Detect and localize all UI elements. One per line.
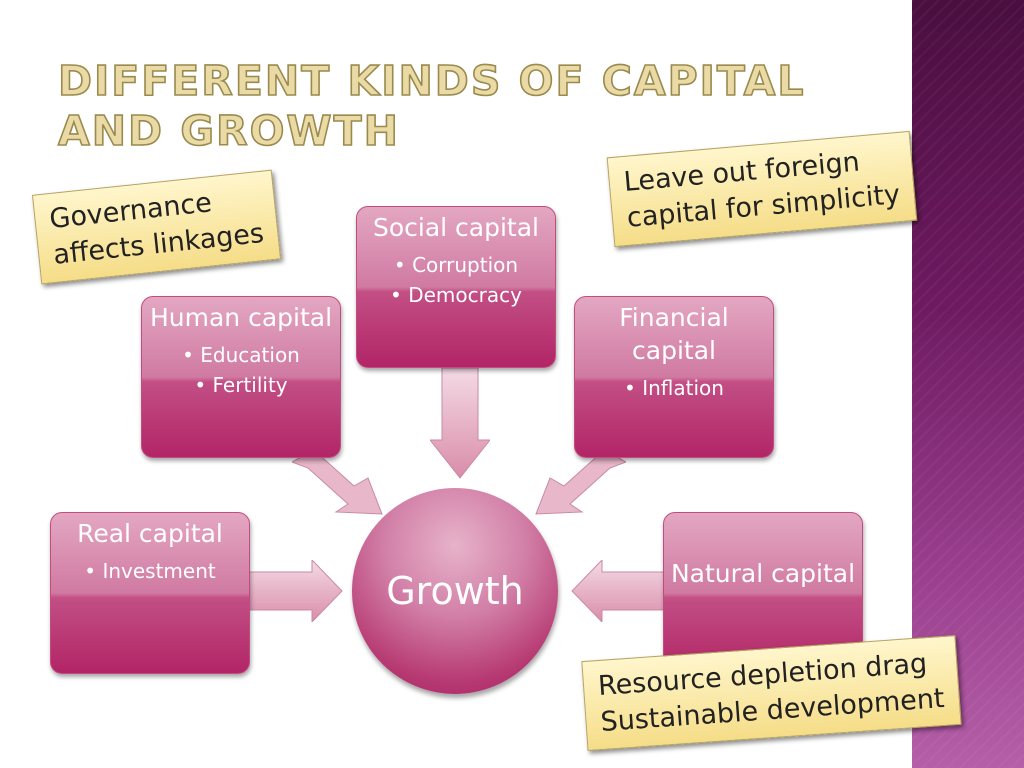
- node-human-capital-bullets: Education Fertility: [142, 340, 340, 400]
- node-financial-capital-title: Financial capital: [619, 303, 729, 365]
- bullet-inflation: Inflation: [575, 373, 773, 403]
- growth-circle: Growth: [352, 488, 558, 694]
- node-real-capital-bullets: Investment: [51, 556, 249, 586]
- arrow-human-to-growth: [292, 450, 383, 515]
- node-human-capital: Human capital Education Fertility: [141, 296, 341, 458]
- bullet-education: Education: [142, 340, 340, 370]
- arrow-real-to-growth: [248, 560, 343, 622]
- note-resource-depletion: Resource depletion drag Sustainable deve…: [581, 635, 962, 751]
- arrow-natural-to-growth: [571, 560, 666, 622]
- node-financial-capital: Financial capital Inflation: [574, 296, 774, 458]
- node-real-capital-title: Real capital: [77, 519, 223, 548]
- note-governance: Governance affects linkages: [31, 169, 282, 285]
- bullet-democracy: Democracy: [357, 280, 555, 310]
- arrow-social-to-growth: [430, 368, 490, 479]
- node-human-capital-title: Human capital: [149, 303, 333, 332]
- node-real-capital: Real capital Investment: [50, 512, 250, 674]
- node-social-capital-title: Social capital: [372, 213, 539, 242]
- bullet-fertility: Fertility: [142, 370, 340, 400]
- growth-label: Growth: [386, 569, 524, 613]
- arrow-financial-to-growth: [535, 450, 626, 515]
- node-financial-capital-bullets: Inflation: [575, 373, 773, 403]
- node-social-capital: Social capital Corruption Democracy: [356, 206, 556, 368]
- page-title: Different kinds of capital and growth: [57, 56, 806, 156]
- node-social-capital-bullets: Corruption Democracy: [357, 250, 555, 310]
- node-natural-capital-title: Natural capital: [670, 559, 856, 588]
- bullet-corruption: Corruption: [357, 250, 555, 280]
- bullet-investment: Investment: [51, 556, 249, 586]
